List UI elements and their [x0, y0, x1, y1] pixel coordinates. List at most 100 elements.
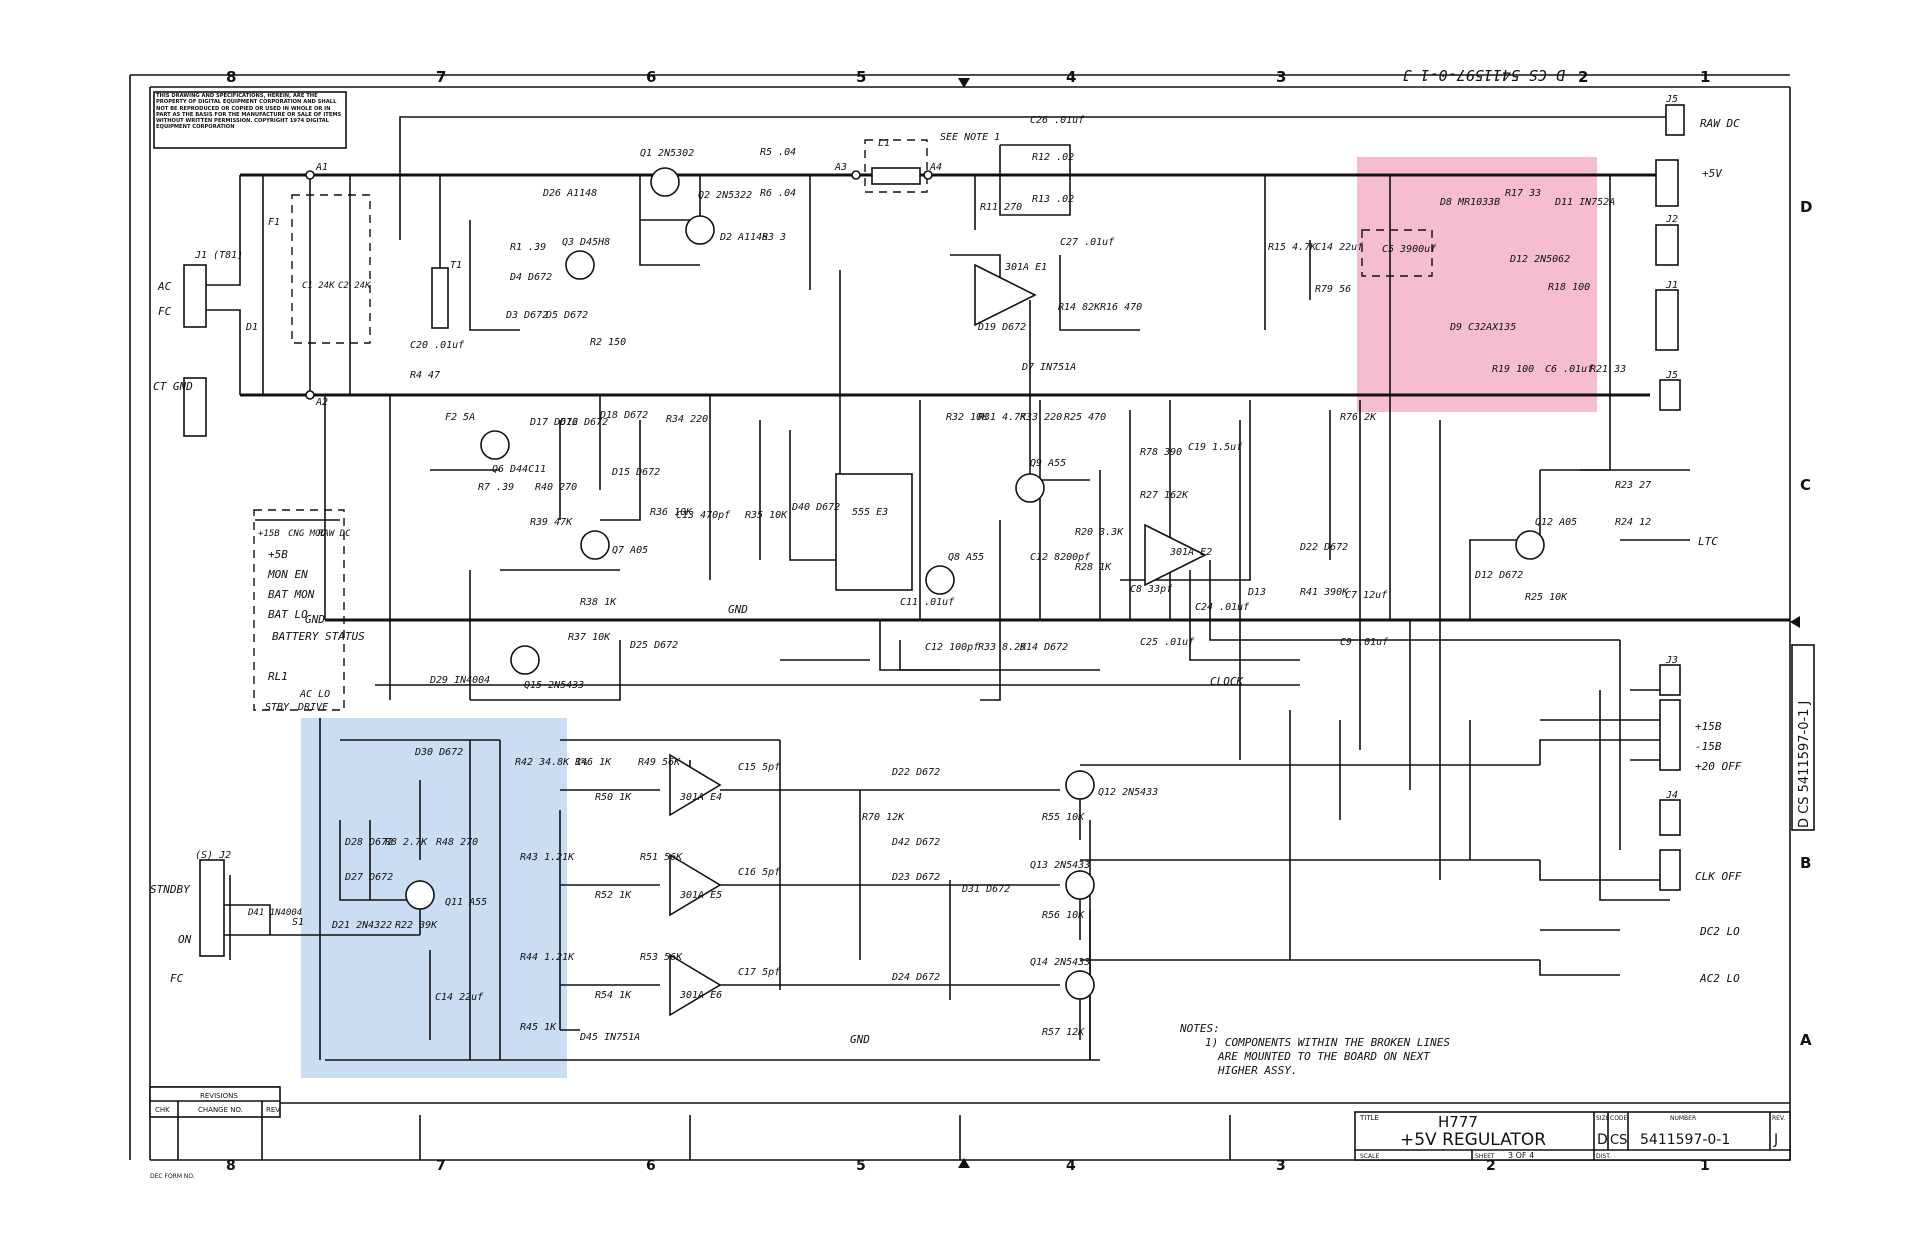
- label-r5: R5 .04: [760, 147, 796, 158]
- label-r28: R28 1K: [1075, 562, 1112, 573]
- label-r55: R55 10K: [1042, 812, 1085, 823]
- label-r2: R2 150: [590, 337, 626, 348]
- label-r7: R7 .39: [478, 482, 514, 493]
- label-q7: Q7 A05: [612, 545, 648, 556]
- label-r35: R35 10K: [745, 510, 788, 521]
- clkoff-label: CLK OFF: [1695, 870, 1742, 883]
- copyright-text: THIS DRAWING AND SPECIFICATIONS, HEREIN,…: [156, 93, 342, 131]
- size-label: SIZE: [1596, 1115, 1610, 1122]
- label-r33: R33 8.2K: [978, 642, 1027, 653]
- zone-7-top: 7: [436, 68, 446, 86]
- label-r78: R78 390: [1140, 447, 1182, 458]
- label-c25: C25 .01uf: [1140, 637, 1195, 648]
- connector-glyphs: [183, 104, 1685, 957]
- scale-label: SCALE: [1360, 1153, 1379, 1160]
- label-d45: D45 IN751A: [579, 1032, 640, 1043]
- title-label: TITLE: [1359, 1114, 1379, 1122]
- label-r49: R49 56K: [638, 757, 681, 768]
- signal-drive: DRIVE: [297, 702, 328, 713]
- zone-8-top: 8: [226, 68, 236, 86]
- zone-b-side: B: [1800, 854, 1811, 872]
- stndby-label: STNDBY: [150, 883, 191, 896]
- zone-3-bottom: 3: [1276, 1158, 1286, 1174]
- j5-right-label: J5: [1665, 370, 1678, 381]
- label-r14: R14 82K: [1058, 302, 1101, 313]
- label-r79: R79 56: [1315, 284, 1351, 295]
- label-r44: R44 1.21K: [520, 952, 575, 963]
- label-r3: R3 3: [762, 232, 786, 243]
- label-d4: D4 D672: [509, 272, 552, 283]
- label-r13: R13 .02: [1032, 194, 1074, 205]
- title-line2: +5V REGULATOR: [1400, 1130, 1546, 1150]
- label-q12: Q12 2N5433: [1098, 787, 1158, 798]
- zone-4-bottom: 4: [1066, 1158, 1076, 1174]
- zone-d-side: D: [1800, 198, 1812, 216]
- connector-labels: RAW DC +5V LTC CLOCK +15B -15B +20 OFF C…: [150, 94, 1742, 985]
- gnd-left-label: GND: [305, 613, 325, 626]
- main-rails: [240, 116, 1790, 1061]
- label-d30: D30 D672: [414, 747, 463, 758]
- label-r46: R46 1K: [575, 757, 612, 768]
- label-c7: C7 12uf: [1345, 590, 1388, 601]
- j5-top-label: J5: [1665, 94, 1678, 105]
- m15b-label: -15B: [1695, 740, 1722, 753]
- label-c12: C12 8200pf: [1030, 552, 1091, 563]
- fc-label: FC: [170, 972, 184, 985]
- label-r17: R17 33: [1505, 188, 1541, 199]
- zone-2-bottom: 2: [1486, 1158, 1496, 1174]
- notes-block: NOTES: 1) COMPONENTS WITHIN THE BROKEN L…: [1179, 1022, 1450, 1077]
- size-value: D: [1597, 1132, 1608, 1148]
- zone-c-side: C: [1800, 476, 1811, 494]
- zone-1-bottom: 1: [1700, 1158, 1710, 1174]
- top-corner-number: D CS 5411597-0-1 J: [1402, 66, 1566, 84]
- label-d16: D16 D672: [559, 417, 608, 428]
- zone-6-top: 6: [646, 68, 656, 86]
- clock-label: CLOCK: [1210, 675, 1244, 688]
- label-see-note: SEE NOTE 1: [940, 132, 1000, 143]
- center-arrow-markers: [958, 78, 1800, 1168]
- ac-label: AC: [157, 280, 172, 293]
- label-d12: D12 D672: [1474, 570, 1523, 581]
- status-p5b: +5B: [268, 548, 288, 561]
- label-d24: D24 D672: [891, 972, 940, 983]
- number-label: NUMBER: [1670, 1115, 1696, 1122]
- copyright-notice: THIS DRAWING AND SPECIFICATIONS, HEREIN,…: [153, 91, 347, 149]
- label-c8: C8 33pf: [1130, 584, 1173, 595]
- label-l1: L1: [878, 138, 890, 149]
- zone-7-bottom: 7: [436, 1158, 446, 1174]
- label-r50: R50 1K: [595, 792, 632, 803]
- label-r70: R70 12K: [862, 812, 905, 823]
- zone-6-bottom: 6: [646, 1158, 656, 1174]
- number-value: 5411597-0-1: [1640, 1132, 1730, 1148]
- code-value: CS: [1610, 1133, 1627, 1148]
- cng-mod-header: CNG MOD: [288, 529, 326, 539]
- label-r11: R11 270: [980, 202, 1022, 213]
- label-r31: R31 4.7K: [978, 412, 1027, 423]
- status-mon-en: MON EN: [267, 568, 308, 581]
- p20off-label: +20 OFF: [1695, 760, 1742, 773]
- label-f1: F1: [268, 217, 280, 228]
- label-e5: 301A E5: [679, 890, 722, 901]
- label-c14x: C14 22uf: [1315, 242, 1364, 253]
- label-d9: D9 C32AX135: [1449, 322, 1516, 333]
- rev-value: J: [1773, 1132, 1778, 1148]
- fc-top-label: FC: [158, 305, 172, 318]
- gnd-bottom-label: GND: [850, 1033, 870, 1046]
- label-r42: R42 34.8K 1%: [515, 757, 587, 768]
- label-e6: 301A E6: [679, 990, 722, 1001]
- signal-rl1: RL1: [268, 670, 288, 683]
- status-bat-lo: BAT LO: [268, 608, 308, 621]
- label-d14: D14 D672: [1019, 642, 1068, 653]
- label-d7: D7 IN751A: [1021, 362, 1076, 373]
- status-bat-mon: BAT MON: [268, 588, 315, 601]
- revisions-rev: REV: [266, 1106, 280, 1114]
- revisions-change-no: CHANGE NO.: [198, 1106, 243, 1114]
- label-q2: Q2 2N5322: [698, 190, 752, 201]
- label-e3: 555 E3: [852, 507, 888, 518]
- label-r56: R56 10K: [1042, 910, 1085, 921]
- label-c5: C5 3900uf: [1382, 244, 1437, 255]
- label-d18: D18 D672: [599, 410, 648, 421]
- label-d22x: D22 D672: [1299, 542, 1348, 553]
- title-block: TITLE H777 +5V REGULATOR SIZE D CODE CS …: [1354, 1111, 1791, 1161]
- label-q3: Q3 D45H8: [562, 237, 610, 248]
